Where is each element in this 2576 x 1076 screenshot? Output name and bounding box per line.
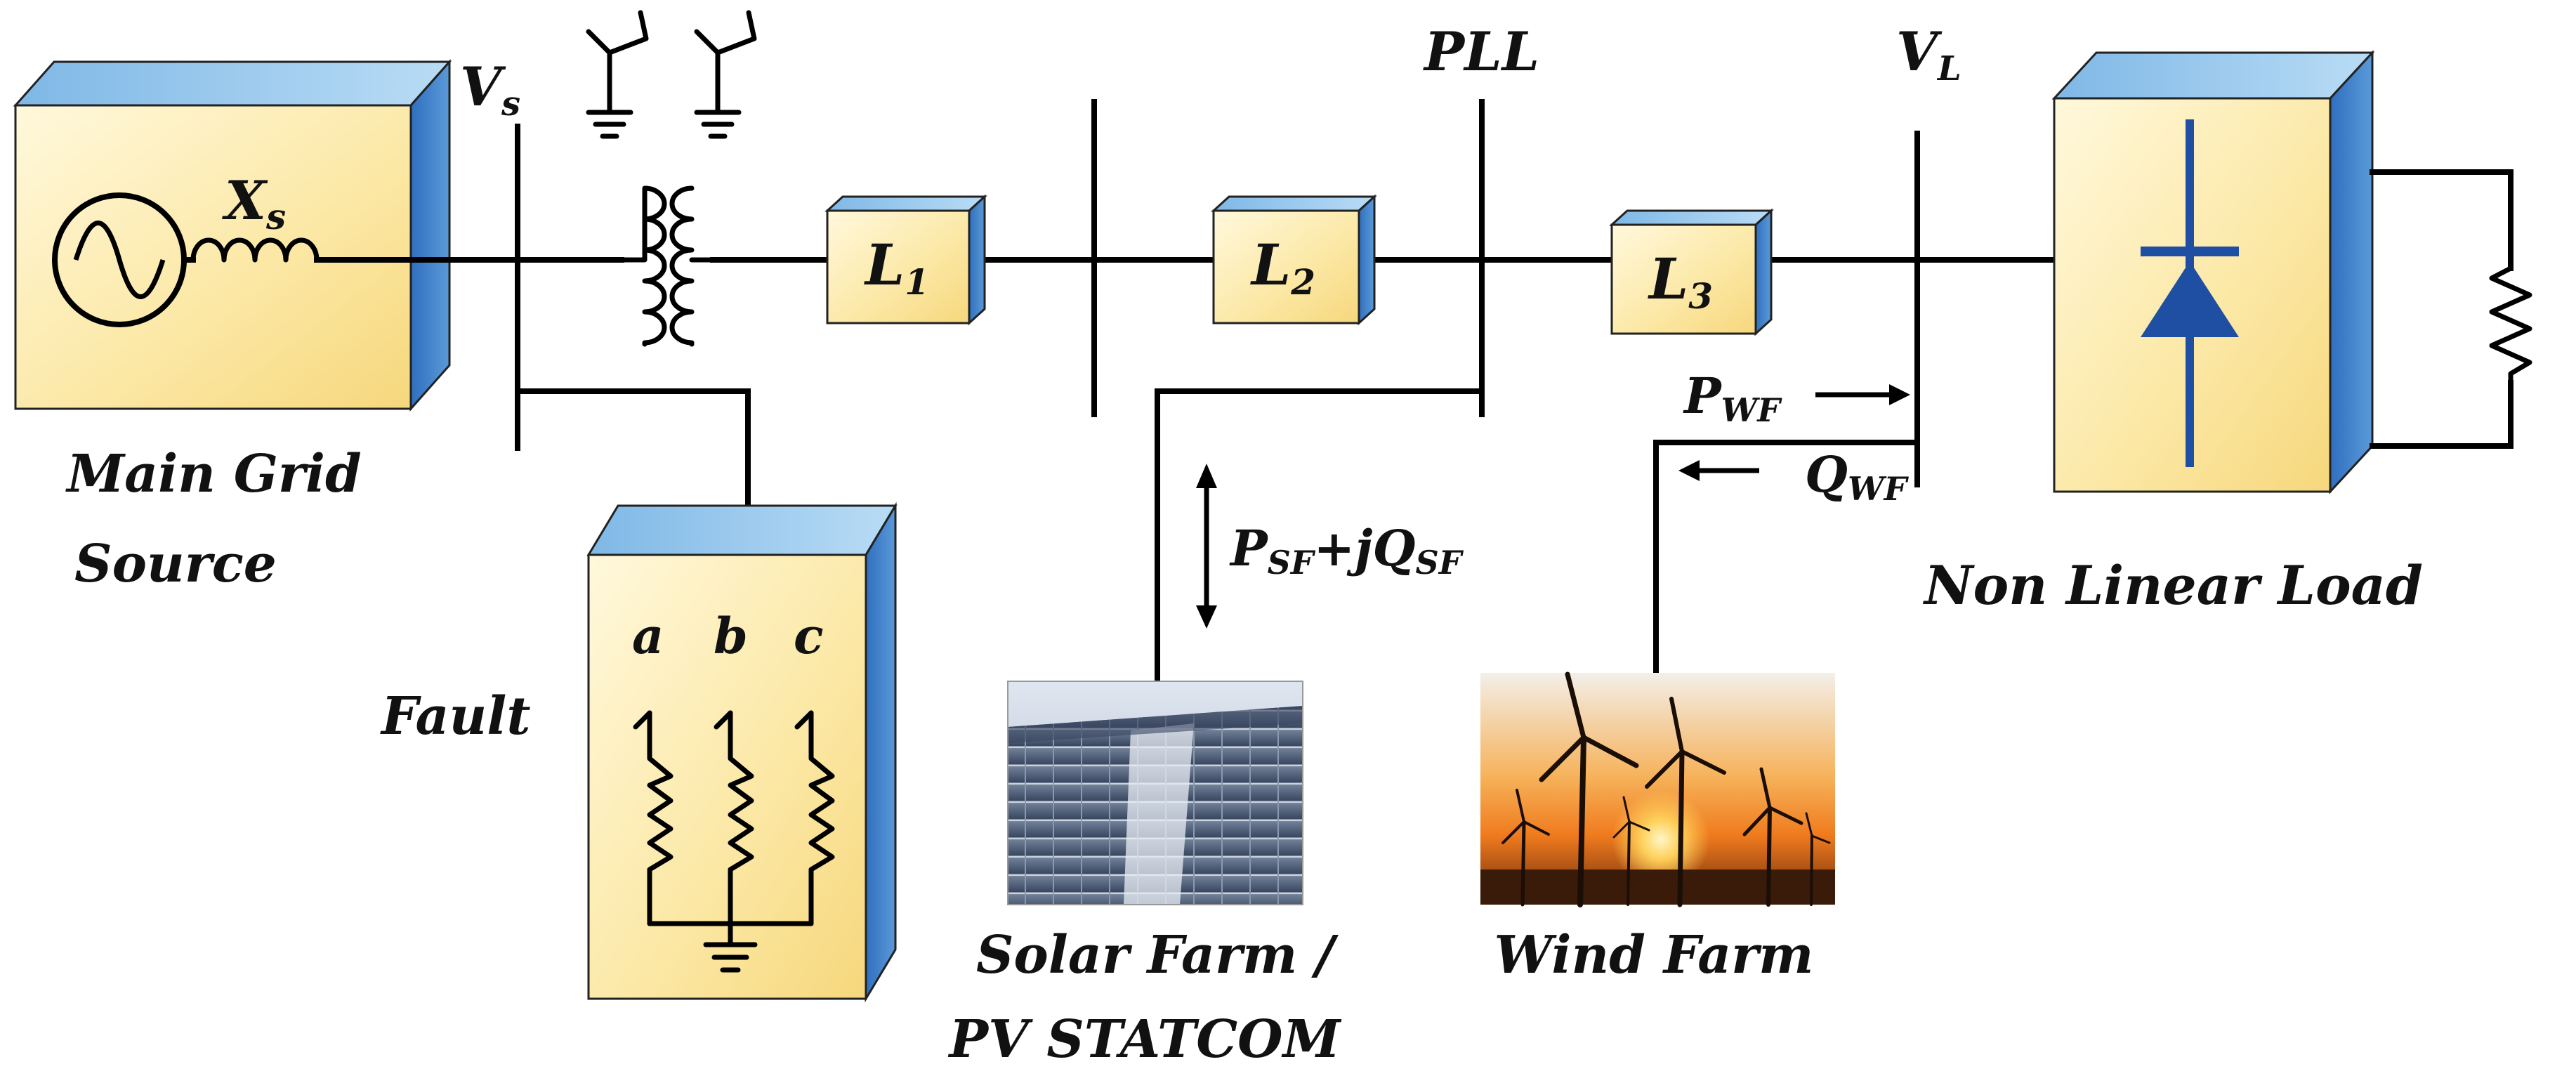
qwf-label: QWF [1805, 445, 1910, 508]
resistor-icon [2489, 265, 2532, 386]
phase-b-label: b [714, 607, 748, 665]
solar-farm-label-line2: PV STATCOM [948, 1009, 1342, 1070]
non-linear-load-box [2051, 50, 2375, 494]
xs-label: Xs [222, 169, 286, 237]
pwf-arrow [1815, 384, 1910, 405]
ground-icon [703, 942, 758, 973]
wind-farm-feeder [1653, 440, 1920, 676]
solar-panel-icon [1007, 681, 1303, 905]
phase-c-label: c [794, 607, 824, 665]
wye-ground-icon [586, 10, 649, 139]
main-grid-label-line1: Main Grid [65, 444, 362, 504]
solar-farm-label-line1: Solar Farm / [976, 925, 1339, 985]
load-resistor-circuit [2370, 169, 2532, 449]
line-impedance-l2-box [1211, 194, 1377, 326]
wind-turbine-icon [1480, 671, 1835, 907]
fault-connection-wire [515, 388, 751, 526]
l3-label: L3 [1648, 246, 1713, 317]
pwf-label: PWF [1683, 367, 1782, 429]
phase-a-label: a [632, 607, 664, 665]
vl-label: VL [1896, 20, 1961, 88]
qwf-arrow [1678, 460, 1759, 481]
l2-label: L2 [1250, 232, 1315, 303]
wye-ground-icon [694, 10, 757, 139]
psf-bidirectional-arrow [1196, 464, 1217, 629]
fault-label: Fault [380, 686, 531, 747]
main-grid-label-line2: Source [74, 534, 277, 594]
non-linear-load-label: Non Linear Load [1923, 554, 2423, 617]
line-impedance-l3-box [1609, 208, 1774, 336]
main-grid-source-box [13, 59, 452, 412]
transformer-icon [619, 185, 716, 347]
diode-icon [2141, 119, 2239, 467]
l1-label: L1 [864, 232, 929, 303]
line-impedance-l1-box [824, 194, 987, 326]
three-phase-fault-resistors [633, 710, 835, 947]
fault-box [586, 501, 898, 1003]
solar-farm-feeder [1155, 388, 1485, 684]
pll-label: PLL [1423, 20, 1539, 83]
inductor-icon [181, 237, 320, 263]
vs-label: Vs [460, 55, 520, 124]
psf-label: PSF+jQSF [1229, 519, 1464, 582]
wind-farm-label: Wind Farm [1494, 925, 1814, 985]
